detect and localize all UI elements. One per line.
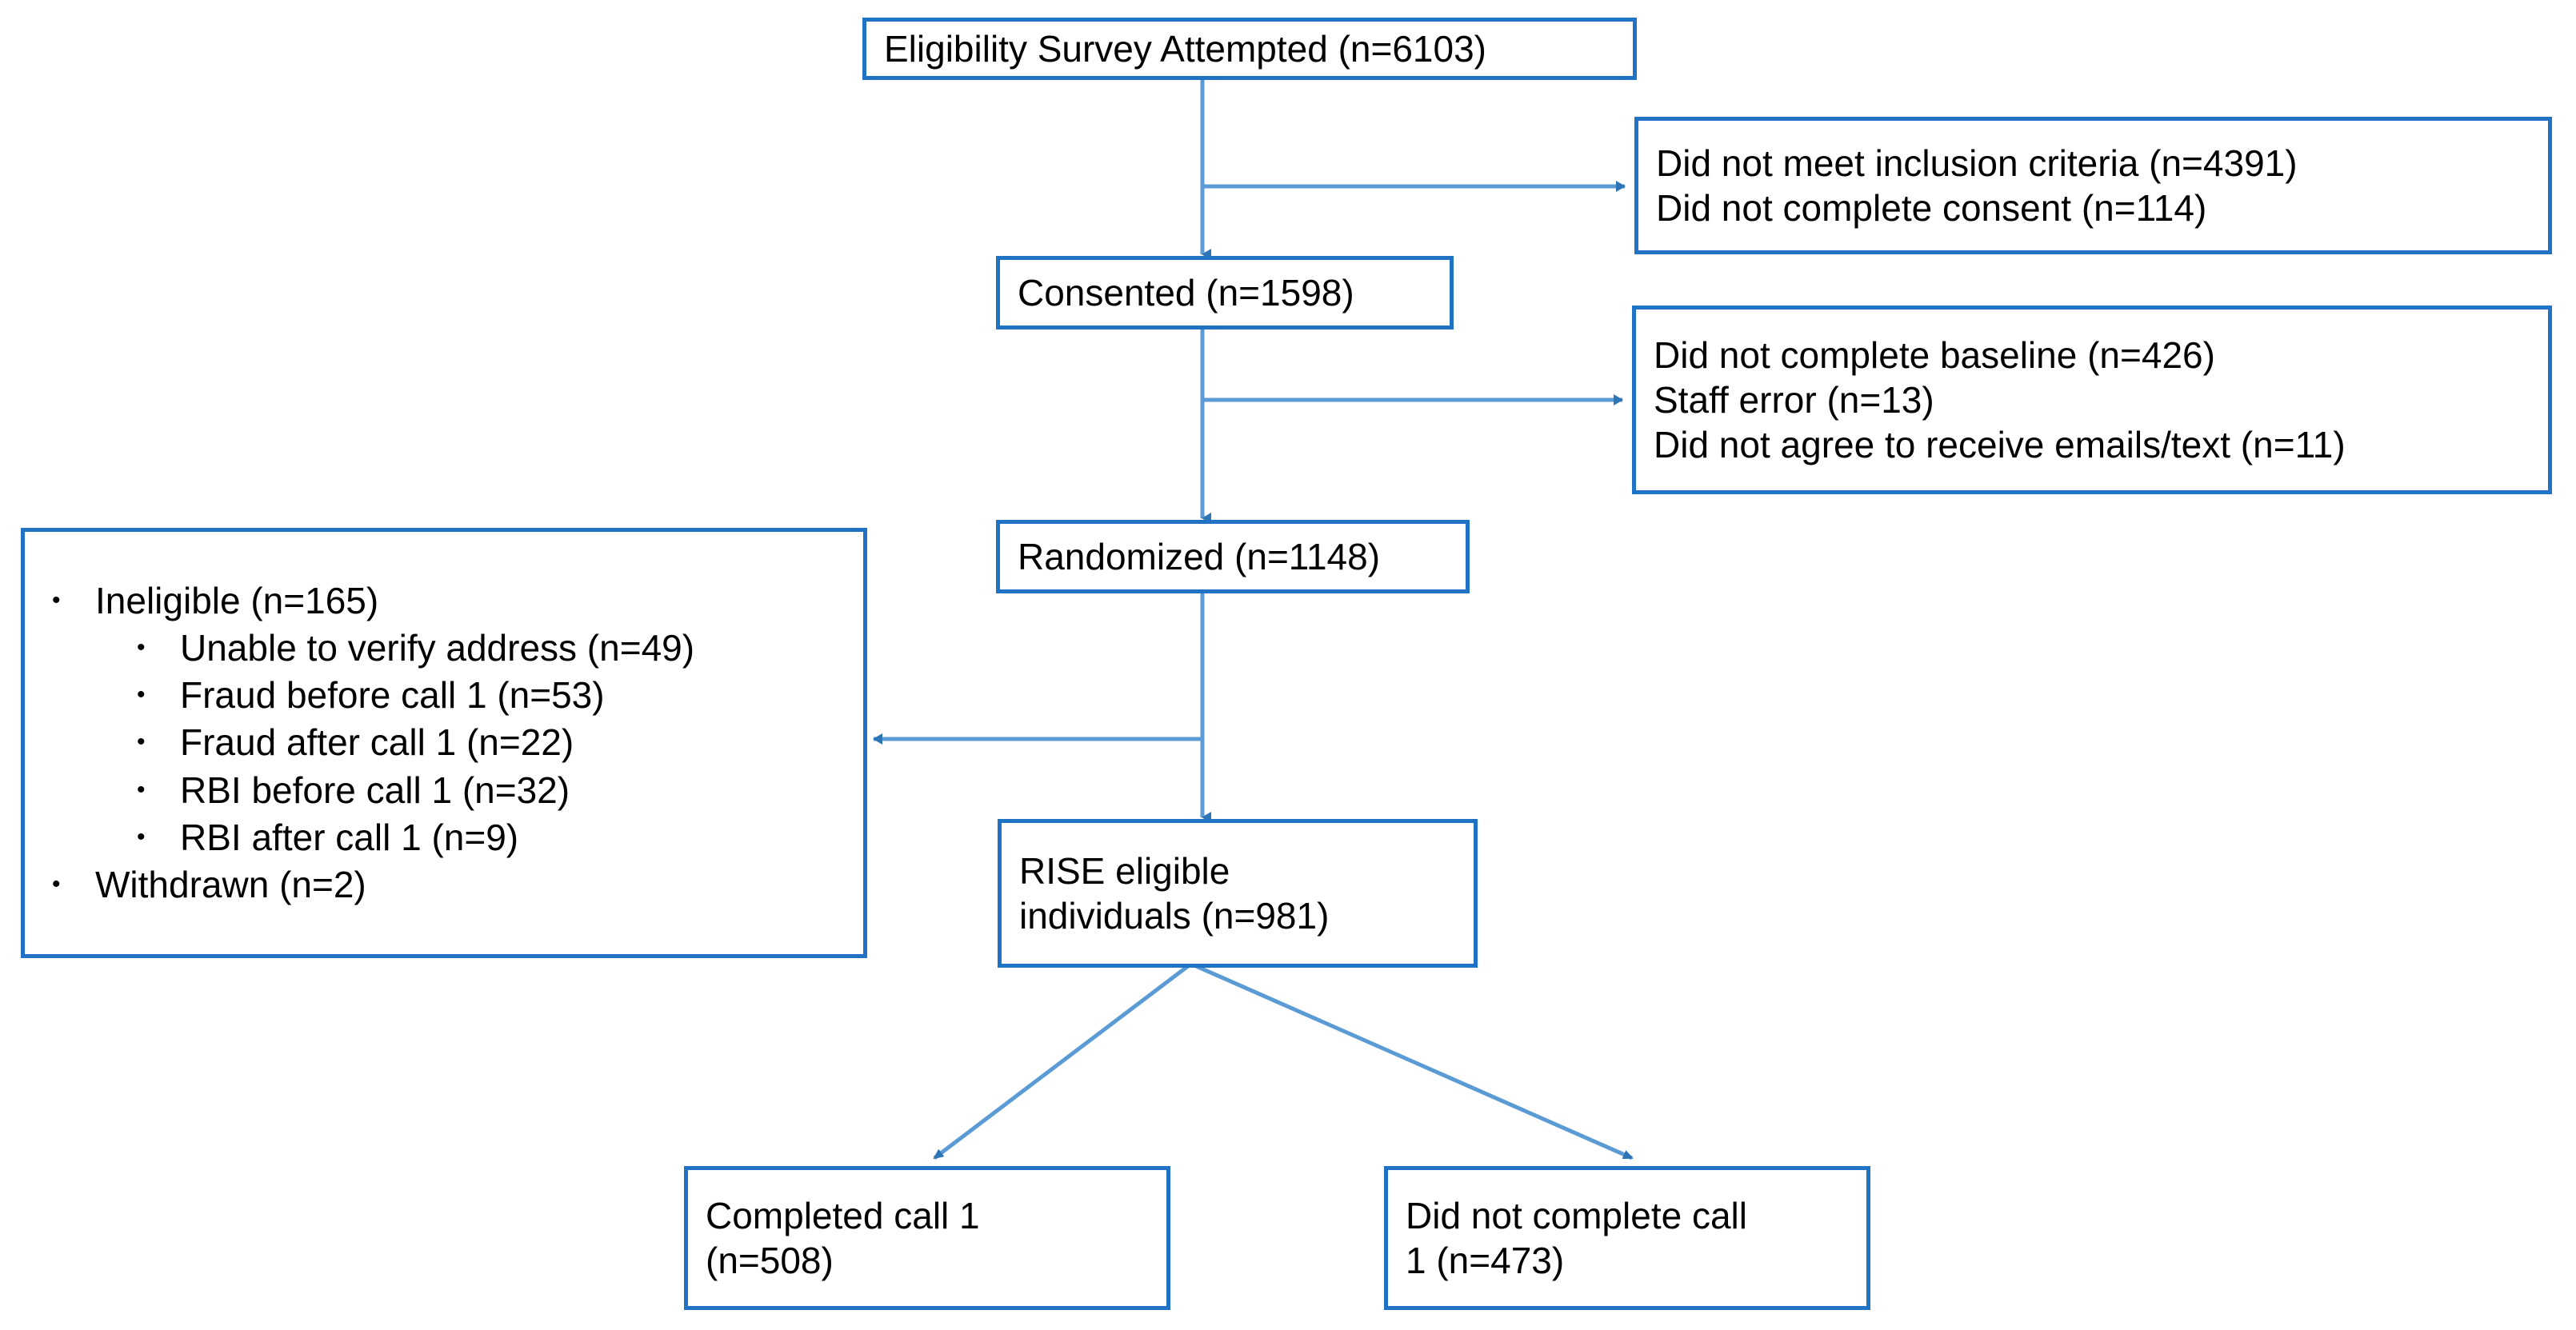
node-randomized-line-1: Randomized (n=1148) [1018,535,1381,577]
exclusion-2-line-1: Did not complete baseline (n=426) [1654,333,2215,376]
node-completed-call-1-line-1: Completed call 1 [706,1194,980,1236]
list-item: • RBI after call 1 (n=9) [41,815,847,861]
list-item-label: Ineligible (n=165) [95,580,379,622]
bullet-icon: • [137,634,146,661]
list-item-label: RBI before call 1 (n=32) [180,769,570,811]
edge-rise-to-completed-call [933,965,1190,1160]
exclusion-1-line-1: Did not meet inclusion criteria (n=4391) [1656,142,2298,184]
list-item: • Fraud after call 1 (n=22) [41,720,847,765]
list-item: • Unable to verify address (n=49) [41,625,847,671]
bullet-icon: • [137,681,146,709]
node-did-not-complete-call-1: Did not complete call 1 (n=473) [1384,1166,1870,1310]
node-rise-eligible-line-1: RISE eligible [1019,849,1230,892]
edge-rise-to-not-completed-call [1194,964,1634,1160]
node-exclusions-after-randomization: • Ineligible (n=165) • Unable to verify … [21,528,867,958]
list-item-label: Unable to verify address (n=49) [180,627,695,669]
exclusion-1-line-2: Did not complete consent (n=114) [1656,187,2207,229]
node-completed-call-1-line-2: (n=508) [706,1240,834,1281]
list-item: • Fraud before call 1 (n=53) [41,673,847,718]
node-eligibility-line-1: Eligibility Survey Attempted (n=6103) [884,27,1487,70]
list-item: • RBI before call 1 (n=32) [41,768,847,813]
node-randomized: Randomized (n=1148) [996,520,1470,593]
bullet-icon: • [52,587,61,614]
node-eligibility-survey-attempted: Eligibility Survey Attempted (n=6103) [862,18,1637,80]
list-item-label: RBI after call 1 (n=9) [180,816,519,858]
node-exclusions-after-eligibility-survey: Did not meet inclusion criteria (n=4391)… [1634,117,2552,254]
node-exclusions-after-consent: Did not complete baseline (n=426) Staff … [1632,306,2552,494]
node-rise-eligible-line-2: individuals (n=981) [1019,895,1330,937]
exclusion-2-line-3: Did not agree to receive emails/text (n=… [1654,424,2346,466]
list-item-label: Fraud before call 1 (n=53) [180,674,605,717]
list-item: • Ineligible (n=165) [41,578,847,624]
bullet-icon: • [137,776,146,803]
bullet-icon: • [52,870,61,897]
node-consented-line-1: Consented (n=1598) [1018,271,1354,314]
list-item-label: Fraud after call 1 (n=22) [180,721,574,764]
list-item-label: Withdrawn (n=2) [95,863,366,905]
bullet-icon: • [137,729,146,756]
node-rise-eligible-individuals: RISE eligible individuals (n=981) [998,819,1478,968]
exclusion-2-line-2: Staff error (n=13) [1654,378,1934,421]
node-did-not-complete-call-1-line-2: 1 (n=473) [1406,1240,1565,1281]
node-completed-call-1: Completed call 1 (n=508) [684,1166,1170,1310]
list-item: • Withdrawn (n=2) [41,862,847,908]
bullet-icon: • [137,823,146,850]
node-did-not-complete-call-1-line-1: Did not complete call [1406,1194,1747,1236]
node-consented: Consented (n=1598) [996,256,1454,330]
